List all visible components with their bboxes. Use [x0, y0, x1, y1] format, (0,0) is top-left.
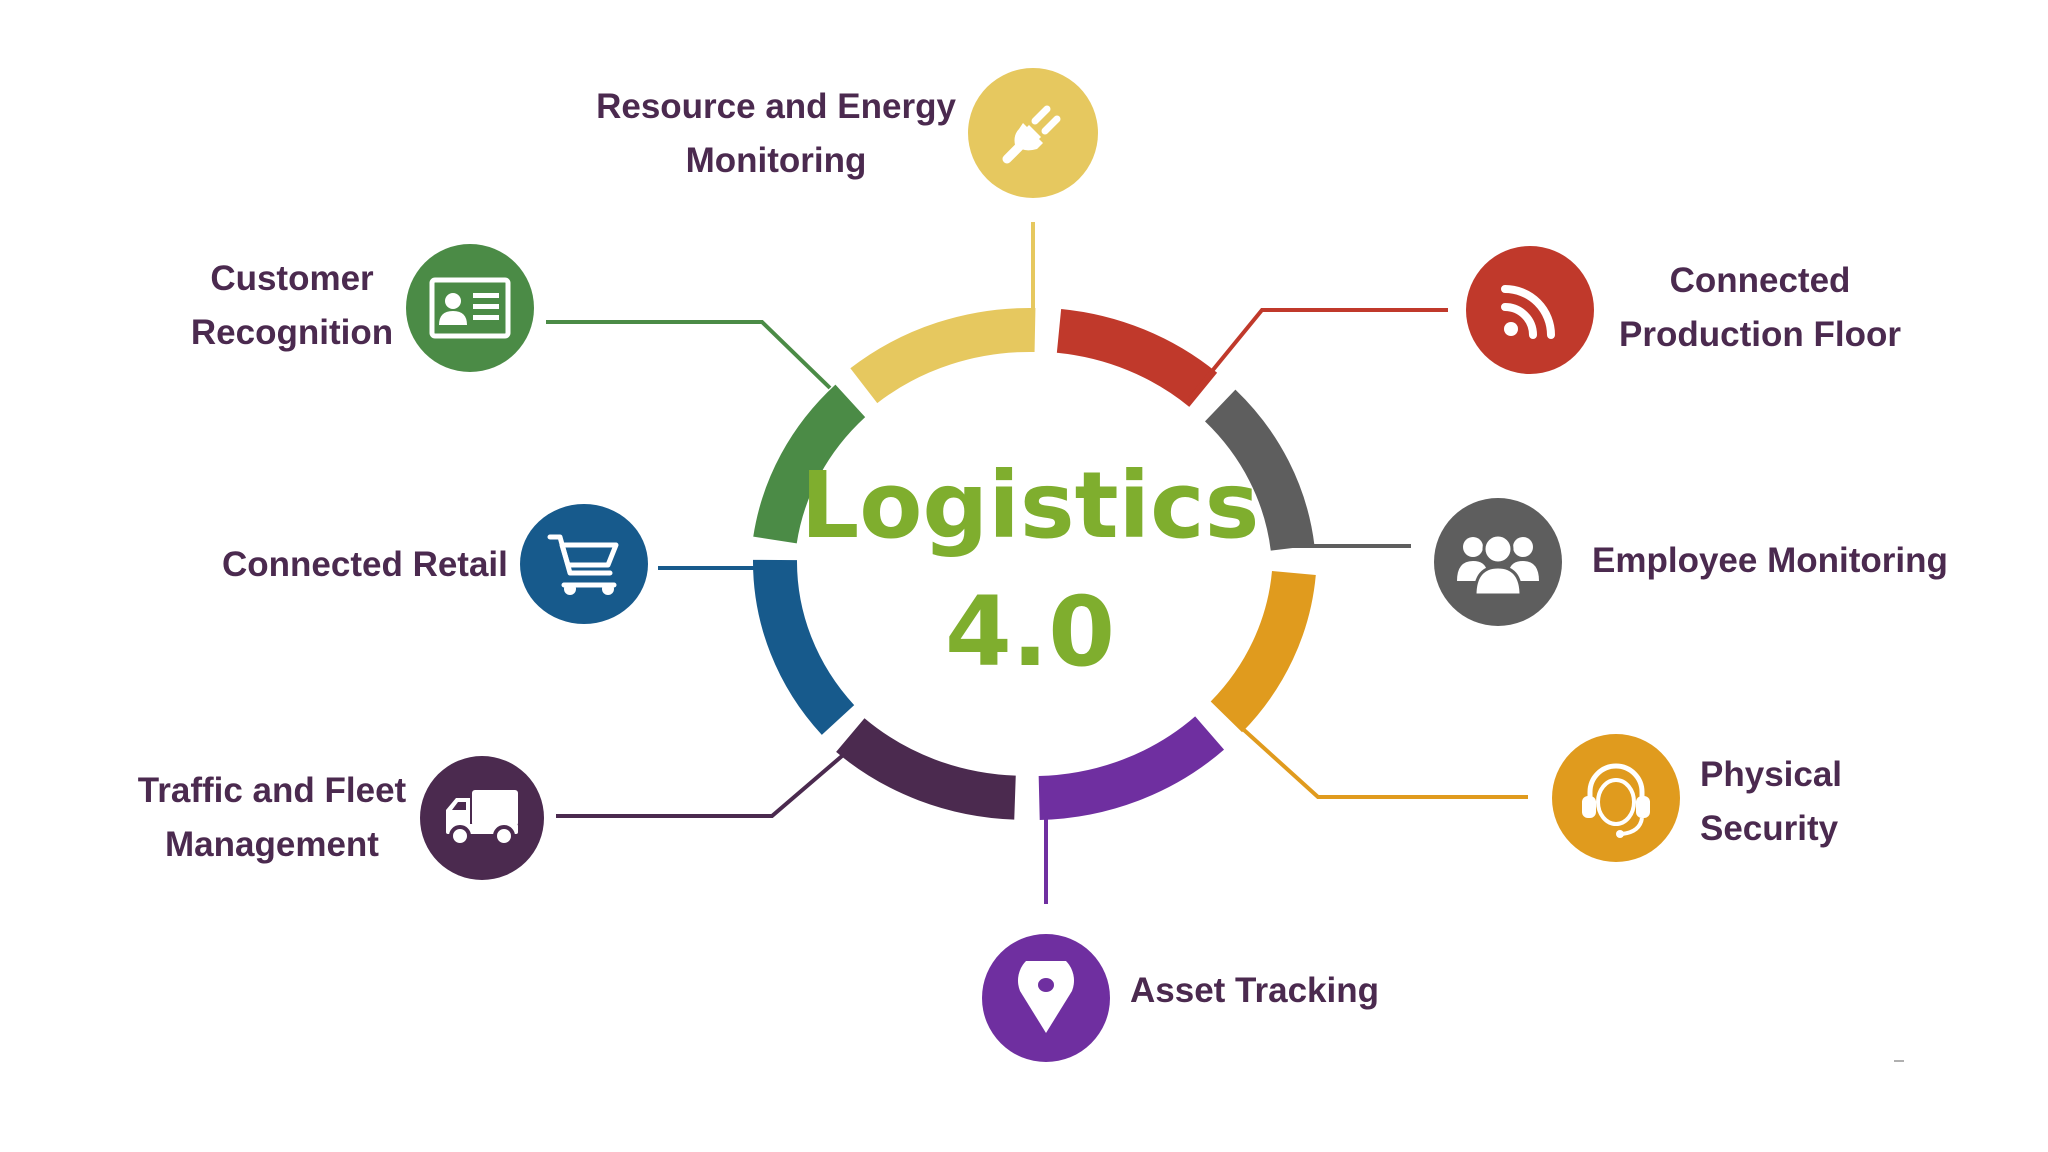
security-label-line-2: Security	[1700, 809, 1839, 848]
rss-feed-icon	[1501, 285, 1555, 339]
customer-node-circle	[406, 244, 534, 372]
production-label-line-1: Connected	[1669, 261, 1851, 300]
customer-label-line-2: Recognition	[190, 313, 394, 352]
connector-production	[1188, 308, 1448, 400]
arc-segment-employee	[1204, 389, 1315, 552]
production-node-label: Connected Production Floor	[1610, 254, 1910, 362]
employee-label-line-1: Employee Monitoring	[1592, 541, 1948, 580]
corner-mark	[1894, 1060, 1904, 1062]
resource-node-label: Resource and Energy Monitoring	[596, 80, 956, 188]
retail-label-line-1: Connected Retail	[222, 545, 508, 584]
connector-customer	[546, 320, 832, 390]
production-node-circle	[1466, 246, 1594, 374]
connector-security	[1242, 728, 1528, 799]
headset-icon	[1582, 763, 1650, 838]
connector-traffic	[556, 754, 844, 818]
employee-node-label: Employee Monitoring	[1592, 534, 1972, 588]
arc-segment-security	[1210, 570, 1316, 733]
user-group-icon	[1457, 533, 1539, 597]
production-label-line-2: Production Floor	[1619, 315, 1901, 354]
hub-title-line-2: 4.0	[944, 576, 1116, 688]
customer-label-line-1: Customer	[210, 259, 374, 298]
arc-segment-resource	[850, 307, 1036, 404]
retail-node-circle	[520, 504, 648, 624]
plug-icon	[1002, 105, 1061, 164]
arc-segment-traffic	[836, 718, 1017, 820]
resource-node-circle	[968, 68, 1098, 198]
arc-segment-production	[1056, 309, 1218, 408]
traffic-node-label: Traffic and Fleet Management	[122, 764, 422, 872]
security-label-line-1: Physical	[1700, 755, 1843, 794]
shopping-cart-icon	[547, 534, 619, 595]
traffic-label-line-2: Management	[165, 825, 379, 864]
resource-label-line-2: Monitoring	[685, 141, 867, 180]
asset-label-line-1: Asset Tracking	[1130, 971, 1379, 1010]
hub-title-line-1: Logistics	[800, 452, 1260, 559]
employee-node-circle	[1434, 498, 1562, 626]
security-node-circle	[1552, 734, 1680, 862]
truck-icon	[446, 790, 518, 847]
retail-node-label: Connected Retail	[222, 538, 512, 592]
arc-segment-asset	[1038, 716, 1225, 820]
id-card-icon	[429, 277, 511, 339]
traffic-label-line-1: Traffic and Fleet	[137, 771, 407, 810]
security-node-label: Physical Security	[1700, 748, 1900, 856]
asset-node-label: Asset Tracking	[1130, 964, 1430, 1018]
resource-label-line-1: Resource and Energy	[596, 87, 956, 126]
arc-segment-customer	[753, 384, 866, 544]
map-pin-icon	[1018, 961, 1074, 1033]
traffic-node-circle	[420, 756, 544, 880]
asset-node-circle	[982, 934, 1110, 1062]
arc-segment-retail	[752, 559, 855, 735]
customer-node-label: Customer Recognition	[180, 252, 404, 360]
